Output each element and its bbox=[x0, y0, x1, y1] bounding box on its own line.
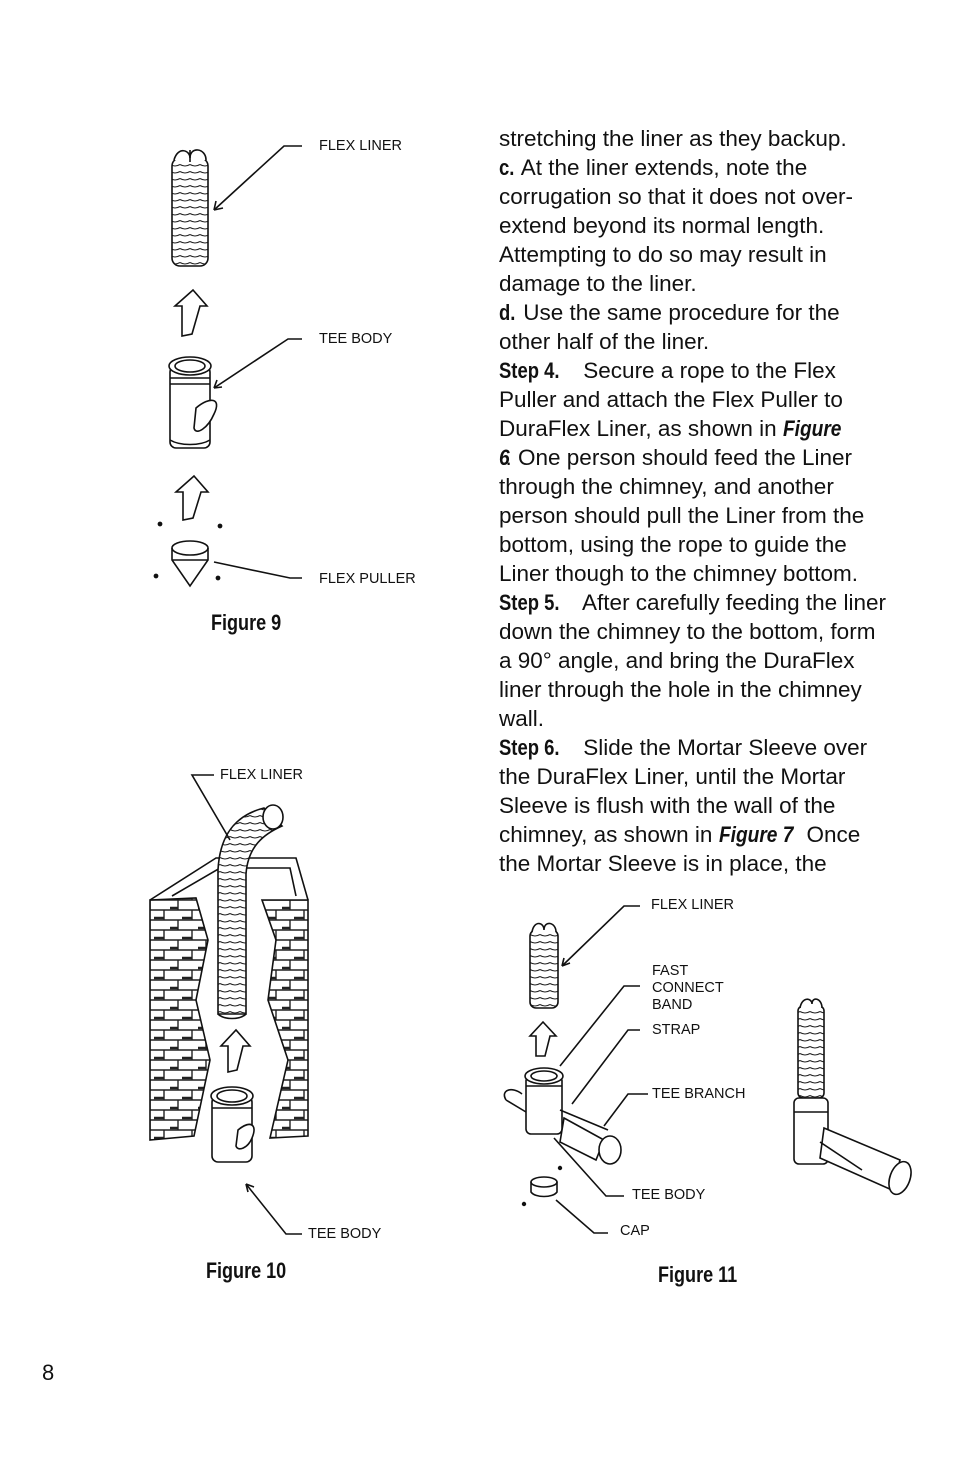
text-line: Sleeve is flush with the wall of the bbox=[499, 791, 919, 820]
text-line: Step 6. Slide the Mortar Sleeve over bbox=[499, 733, 919, 762]
text-span: other half of the liner. bbox=[499, 329, 710, 354]
text-span: Use the same procedure for the bbox=[517, 300, 840, 325]
fig11-label-fast: FAST bbox=[652, 963, 689, 979]
text-line: down the chimney to the bottom, form bbox=[499, 617, 919, 646]
text-span: wall. bbox=[499, 706, 545, 731]
figure-10-drawing bbox=[149, 774, 309, 1235]
fig10-label-tee-body: TEE BODY bbox=[308, 1226, 382, 1242]
figure-9-caption: Figure 9 bbox=[211, 610, 282, 635]
text-line: 6. One person should feed the Liner bbox=[499, 443, 919, 472]
substep-d-label: d. bbox=[499, 300, 516, 325]
substep-c-label: c. bbox=[499, 155, 515, 180]
text-span: through the chimney, and another bbox=[499, 474, 834, 499]
text-line: chimney, as shown in Figure 7 Once bbox=[499, 820, 919, 849]
text-line: d. Use the same procedure for the bbox=[499, 298, 919, 327]
text-span: liner through the hole in the chimney bbox=[499, 677, 862, 702]
text-span: Sleeve is flush with the wall of the bbox=[499, 793, 836, 818]
text-span: the DuraFlex Liner, until the Mortar bbox=[499, 764, 846, 789]
fig11-label-connect: CONNECT bbox=[652, 980, 724, 996]
fig11-label-strap: STRAP bbox=[652, 1022, 701, 1038]
text-span: Secure a rope to the Flex bbox=[570, 358, 836, 383]
step-4-label: Step 4. bbox=[499, 358, 560, 383]
text-line: Attempting to do so may result in bbox=[499, 240, 919, 269]
figure-ref: Figure bbox=[782, 416, 842, 441]
figure-11-caption: Figure 11 bbox=[658, 1262, 738, 1287]
text-span: chimney, as shown in bbox=[499, 822, 719, 847]
fig9-label-flex-puller: FLEX PULLER bbox=[319, 571, 416, 587]
text-span: Slide the Mortar Sleeve over bbox=[570, 735, 868, 760]
fig11-label-band: BAND bbox=[652, 997, 693, 1013]
text-span: At the liner extends, note the bbox=[515, 155, 808, 180]
text-span: DuraFlex Liner, as shown in bbox=[499, 416, 783, 441]
step-6-label: Step 6. bbox=[499, 735, 560, 760]
text-span: Once bbox=[800, 822, 861, 847]
figure-9-drawing bbox=[153, 145, 302, 588]
fig11-label-cap: CAP bbox=[620, 1223, 650, 1239]
fig11-label-flex-liner: FLEX LINER bbox=[651, 897, 734, 913]
figure-ref: 6 bbox=[499, 445, 510, 470]
text-line: the DuraFlex Liner, until the Mortar bbox=[499, 762, 919, 791]
fig11-label-tee-body: TEE BODY bbox=[632, 1187, 706, 1203]
text-span: Attempting to do so may result in bbox=[499, 242, 827, 267]
text-span: damage to the liner. bbox=[499, 271, 697, 296]
text-span: Liner though to the chimney bottom. bbox=[499, 561, 858, 586]
text-line: Step 5. After carefully feeding the line… bbox=[499, 588, 919, 617]
fig11-label-tee-branch: TEE BRANCH bbox=[652, 1086, 746, 1102]
figure-10-caption: Figure 10 bbox=[206, 1258, 287, 1283]
text-line: through the chimney, and another bbox=[499, 472, 919, 501]
text-line: wall. bbox=[499, 704, 919, 733]
text-line: person should pull the Liner from the bbox=[499, 501, 919, 530]
text-span: . One person should feed the Liner bbox=[505, 445, 853, 470]
text-span: a 90° angle, and bring the DuraFlex bbox=[499, 648, 855, 673]
text-line: a 90° angle, and bring the DuraFlex bbox=[499, 646, 919, 675]
text-span: stretching the liner as they backup. bbox=[499, 126, 847, 151]
text-line: DuraFlex Liner, as shown in Figure bbox=[499, 414, 919, 443]
fig9-label-flex-liner: FLEX LINER bbox=[319, 138, 402, 154]
text-line: Puller and attach the Flex Puller to bbox=[499, 385, 919, 414]
text-line: extend beyond its normal length. bbox=[499, 211, 919, 240]
text-line: the Mortar Sleeve is in place, the bbox=[499, 849, 919, 878]
text-line: Liner though to the chimney bottom. bbox=[499, 559, 919, 588]
figure-11-drawing bbox=[503, 905, 912, 1234]
text-line: stretching the liner as they backup. bbox=[499, 124, 919, 153]
text-span: the Mortar Sleeve is in place, the bbox=[499, 851, 827, 876]
text-span: down the chimney to the bottom, form bbox=[499, 619, 876, 644]
instruction-text: stretching the liner as they backup. c. … bbox=[499, 124, 919, 878]
text-line: c. At the liner extends, note the bbox=[499, 153, 919, 182]
fig10-label-flex-liner: FLEX LINER bbox=[220, 767, 303, 783]
page-number: 8 bbox=[42, 1360, 55, 1385]
text-span: extend beyond its normal length. bbox=[499, 213, 825, 238]
text-span: person should pull the Liner from the bbox=[499, 503, 865, 528]
fig9-label-tee-body: TEE BODY bbox=[319, 331, 393, 347]
text-span: After carefully feeding the liner bbox=[570, 590, 886, 615]
text-line: bottom, using the rope to guide the bbox=[499, 530, 919, 559]
text-span: bottom, using the rope to guide the bbox=[499, 532, 847, 557]
text-line: liner through the hole in the chimney bbox=[499, 675, 919, 704]
text-span: Puller and attach the Flex Puller to bbox=[499, 387, 843, 412]
text-span: corrugation so that it does not over- bbox=[499, 184, 853, 209]
text-line: damage to the liner. bbox=[499, 269, 919, 298]
text-line: other half of the liner. bbox=[499, 327, 919, 356]
step-5-label: Step 5. bbox=[499, 590, 560, 615]
text-line: Step 4. Secure a rope to the Flex bbox=[499, 356, 919, 385]
figure-ref: Figure 7 bbox=[718, 822, 794, 847]
text-line: corrugation so that it does not over- bbox=[499, 182, 919, 211]
